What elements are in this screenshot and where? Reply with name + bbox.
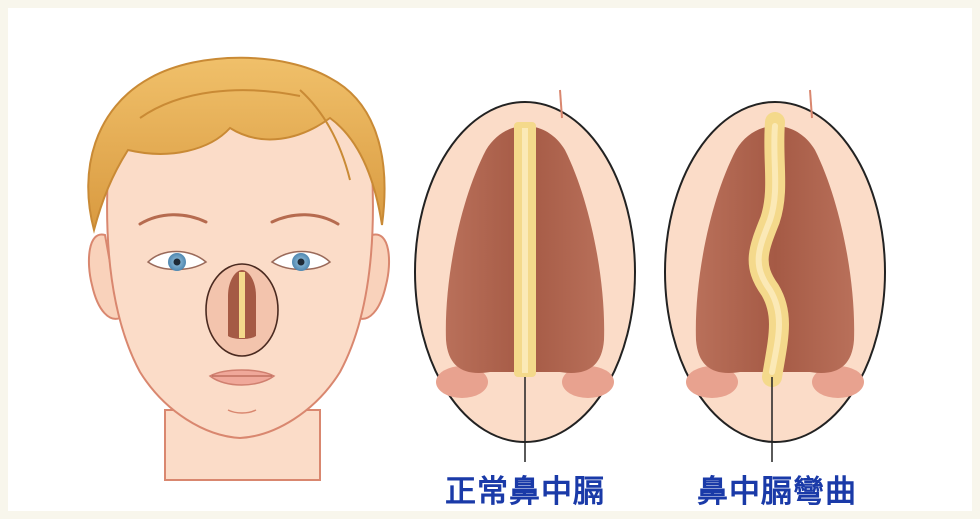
normal-septum-nose-diagram — [415, 90, 635, 462]
deviated-septum-nose-diagram — [665, 90, 885, 462]
normal-septum-label: 正常鼻中膈 — [420, 472, 630, 512]
deviated-septum-label: 鼻中膈彎曲 — [672, 472, 882, 512]
face-illustration — [88, 58, 389, 480]
